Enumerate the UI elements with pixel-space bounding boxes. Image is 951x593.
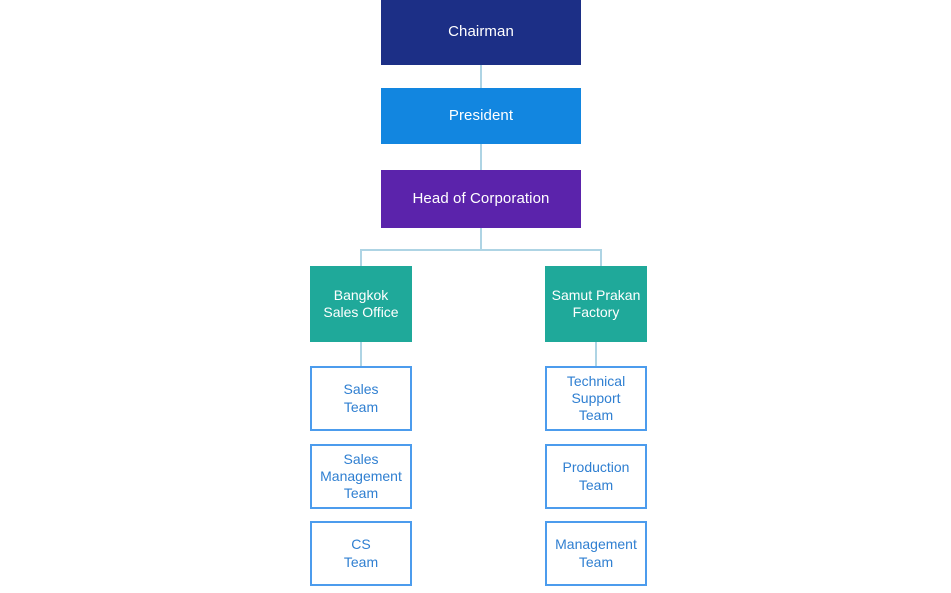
node-sales-team[interactable]: Sales Team [310,366,412,431]
node-bangkok-sales-office[interactable]: Bangkok Sales Office [310,266,412,342]
node-production-team[interactable]: Production Team [545,444,647,509]
node-management-team-label-line1: Management [555,536,637,553]
node-head-of-corporation-label: Head of Corporation [412,189,550,207]
connector-president-head [480,144,482,170]
node-chairman[interactable]: Chairman [381,0,581,65]
node-samut-prakan-factory[interactable]: Samut Prakan Factory [545,266,647,342]
node-technical-support-team[interactable]: Technical Support Team [545,366,647,431]
node-sales-team-label-line1: Sales [343,381,379,398]
node-sales-management-team-label-line2: Management [320,467,402,484]
node-management-team-label-line2: Team [578,553,614,570]
node-technical-support-team-label-line1: Technical [566,372,626,389]
node-samut-prakan-factory-label-line2: Factory [572,304,620,320]
connector-bus-bangkok [360,249,362,266]
connector-head-trunk [480,228,482,250]
node-sales-management-team-label-line1: Sales [343,450,379,467]
node-bangkok-sales-office-label-line2: Sales Office [323,304,399,320]
node-cs-team-label-line1: CS [351,536,371,553]
node-bangkok-sales-office-label-line1: Bangkok [333,286,389,303]
node-technical-support-team-label-line3: Team [578,407,614,424]
node-head-of-corporation[interactable]: Head of Corporation [381,170,581,228]
node-chairman-label: Chairman [448,23,514,41]
node-technical-support-team-label-line2: Support [571,389,621,406]
node-samut-prakan-factory-label-line1: Samut Prakan [551,286,641,303]
connector-bus-samut [600,249,602,266]
connector-samut-techsupport [595,342,597,366]
node-cs-team-label-line2: Team [343,553,379,570]
node-production-team-label-line2: Team [578,476,614,493]
connector-head-bus [361,249,601,251]
node-sales-team-label-line2: Team [343,398,379,415]
node-president[interactable]: President [381,88,581,144]
node-president-label: President [448,106,514,124]
node-management-team[interactable]: Management Team [545,521,647,586]
node-cs-team[interactable]: CS Team [310,521,412,586]
connector-chairman-president [480,65,482,88]
connector-bangkok-sales [360,342,362,366]
node-production-team-label-line1: Production [562,459,630,476]
node-sales-management-team[interactable]: Sales Management Team [310,444,412,509]
node-sales-management-team-label-line3: Team [343,485,379,502]
